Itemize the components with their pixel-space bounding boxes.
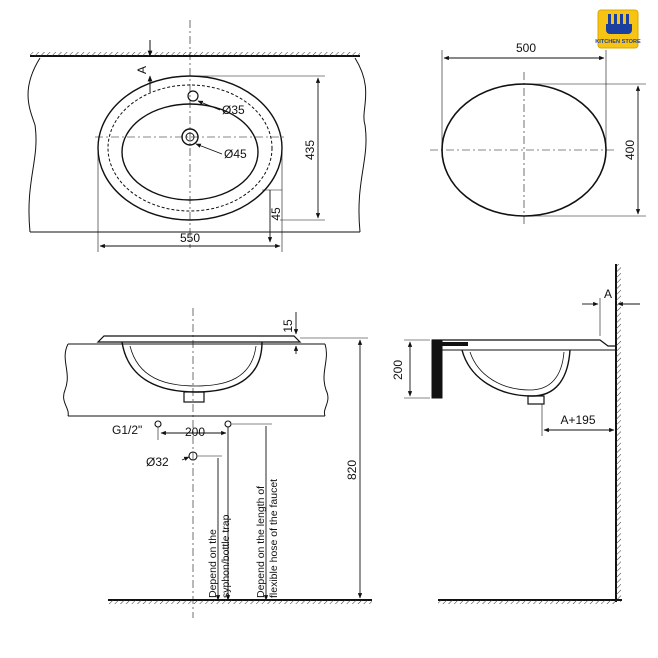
top-view [27, 20, 367, 252]
plan-width-500: 500 [516, 41, 536, 55]
top-depth-435: 435 [303, 140, 317, 160]
side-view [404, 264, 640, 604]
top-dia-35: Ø35 [222, 103, 245, 117]
side-bracket-200: 200 [391, 360, 405, 380]
kitchen-utensils-icon [606, 14, 632, 34]
svg-text:syphon/bottle trap: syphon/bottle trap [220, 514, 232, 598]
front-view [63, 308, 372, 618]
svg-text:Depend on the length of: Depend on the length of [255, 486, 267, 598]
front-note-trap: Depend on the syphon/bottle trap [207, 514, 232, 598]
top-offset-45: 45 [269, 207, 283, 221]
plan-view [430, 50, 646, 226]
top-label-a: A [135, 66, 149, 74]
front-dia-32: Ø32 [146, 455, 169, 469]
front-spacing-200: 200 [185, 425, 205, 439]
plan-height-400: 400 [623, 140, 637, 160]
front-note-hose: Depend on the length of flexible hose of… [255, 479, 280, 598]
front-thickness-15: 15 [281, 319, 295, 333]
top-width-550: 550 [180, 231, 200, 245]
front-g-half: G1/2" [112, 423, 142, 437]
side-offset-a195: A+195 [560, 413, 595, 427]
front-height-820: 820 [345, 460, 359, 480]
svg-text:Depend on the: Depend on the [207, 529, 219, 598]
brand-logo: KITCHEN STORE [595, 9, 641, 49]
brand-name: KITCHEN STORE [595, 39, 641, 45]
svg-text:flexible hose of the faucet: flexible hose of the faucet [268, 479, 280, 598]
top-dia-45: Ø45 [224, 147, 247, 161]
side-label-a: A [604, 287, 612, 301]
